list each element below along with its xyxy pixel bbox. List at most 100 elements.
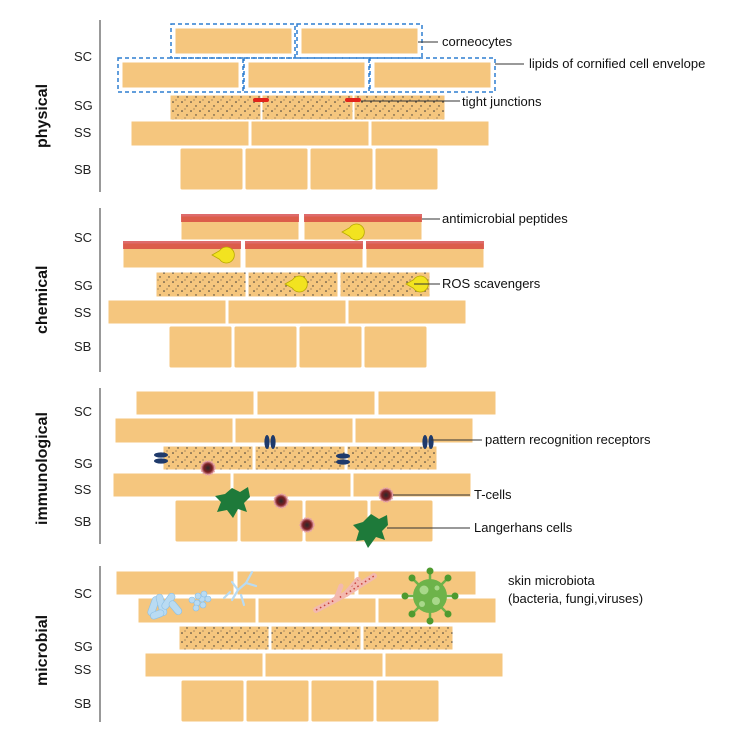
basal-cell xyxy=(310,679,375,723)
granular-cell xyxy=(362,625,454,651)
spinous-cell xyxy=(264,652,384,678)
spinous-cell xyxy=(232,472,352,498)
lipid-envelope-outline xyxy=(296,23,423,59)
layer-label-sb: SB xyxy=(74,339,91,354)
panel-microbial: microbial SC SG SS SB xyxy=(34,566,643,723)
annotation-antimicrobial-peptides: antimicrobial peptides xyxy=(442,211,568,226)
antimicrobial-peptide-layer xyxy=(366,241,484,249)
basal-cell xyxy=(363,325,428,369)
panel-title-immunological: immunological xyxy=(34,412,51,525)
corneocyte xyxy=(354,417,474,444)
corneocyte xyxy=(377,390,497,416)
antimicrobial-peptide-layer xyxy=(181,214,299,222)
corneocyte xyxy=(236,570,356,596)
granular-cell xyxy=(346,445,438,471)
granular-cell xyxy=(247,271,339,298)
ros-scavenger-icon xyxy=(211,246,235,264)
layer-label-ss: SS xyxy=(74,482,92,497)
tight-junction-icon xyxy=(253,98,269,102)
annotation-langerhans-cells: Langerhans cells xyxy=(474,520,573,535)
panel-title-chemical: chemical xyxy=(34,266,51,334)
basal-cell xyxy=(244,147,309,191)
annotation-t-cells: T-cells xyxy=(474,487,512,502)
basal-cell xyxy=(309,147,374,191)
spinous-cell xyxy=(384,652,504,678)
spinous-cell xyxy=(107,299,227,325)
panel-immunological: immunological SC SG SS SB xyxy=(34,388,651,548)
lipid-envelope-outline xyxy=(243,57,370,93)
annotation-ros-scavengers: ROS scavengers xyxy=(442,276,541,291)
layer-label-sg: SG xyxy=(74,98,93,113)
granular-cell xyxy=(178,625,270,651)
layer-label-sb: SB xyxy=(74,514,91,529)
tight-junction-icon xyxy=(345,98,361,102)
annotation-microbiota-types: (bacteria, fungi,viruses) xyxy=(508,591,643,606)
ros-scavenger-icon xyxy=(341,223,365,241)
bacteria-icon xyxy=(147,592,183,620)
fungi-icon xyxy=(313,573,377,613)
layer-label-ss: SS xyxy=(74,305,92,320)
basal-cell xyxy=(179,147,244,191)
antimicrobial-peptide-layer xyxy=(304,214,422,222)
basal-cell xyxy=(168,325,233,369)
spinous-cell xyxy=(144,652,264,678)
receptor-icon xyxy=(422,435,434,449)
basal-cell xyxy=(298,325,363,369)
annotation-pattern-recognition-receptors: pattern recognition receptors xyxy=(485,432,651,447)
spinous-cell xyxy=(250,120,370,147)
t-cell-icon xyxy=(200,460,216,476)
langerhans-cell-icon xyxy=(353,514,388,548)
granular-cell xyxy=(270,625,362,651)
annotation-tight-junctions: tight junctions xyxy=(462,94,542,109)
corneocyte xyxy=(174,27,293,55)
corneocyte xyxy=(247,61,366,89)
layer-label-sg: SG xyxy=(74,456,93,471)
corneocyte xyxy=(300,27,419,55)
annotation-corneocytes: corneocytes xyxy=(442,34,513,49)
corneocyte xyxy=(135,390,255,416)
basal-cell xyxy=(233,325,298,369)
receptor-icon xyxy=(154,452,168,464)
t-cell-icon xyxy=(299,517,315,533)
annotation-skin-microbiota: skin microbiota xyxy=(508,573,595,588)
spinous-cell xyxy=(347,299,467,325)
layer-label-ss: SS xyxy=(74,125,92,140)
layer-label-sc: SC xyxy=(74,404,92,419)
corneocyte xyxy=(256,390,376,416)
corneocyte xyxy=(373,61,492,89)
granular-cell xyxy=(261,94,354,121)
basal-cell xyxy=(245,679,310,723)
layer-label-sb: SB xyxy=(74,162,91,177)
cocci-icon xyxy=(188,590,212,612)
receptor-icon xyxy=(336,453,350,465)
spinous-cell xyxy=(352,472,472,498)
t-cell-icon xyxy=(273,493,289,509)
annotation-lipids: lipids of cornified cell envelope xyxy=(529,56,705,71)
panel-title-microbial: microbial xyxy=(34,615,51,686)
spinous-cell xyxy=(370,120,490,147)
layer-label-sc: SC xyxy=(74,586,92,601)
granular-cell xyxy=(254,445,346,471)
ros-scavenger-icon xyxy=(284,275,308,293)
langerhans-cell-icon xyxy=(215,487,250,518)
granular-cell xyxy=(155,271,247,298)
corneocyte xyxy=(121,61,240,89)
fungal-hyphae-icon xyxy=(222,570,258,607)
panel-chemical: chemical SC SG SS SB xyxy=(34,208,568,372)
panel-physical: physical SC SG SS SB corneoc xyxy=(34,20,705,192)
lipid-envelope-outline xyxy=(369,57,496,93)
basal-cell xyxy=(375,679,440,723)
layer-label-sg: SG xyxy=(74,639,93,654)
lipid-envelope-outline xyxy=(117,57,244,93)
granular-cell xyxy=(353,94,446,121)
t-cell-icon xyxy=(378,487,394,503)
receptor-icon xyxy=(264,435,276,449)
layer-label-sg: SG xyxy=(74,278,93,293)
basal-cell xyxy=(239,499,304,543)
antimicrobial-peptide-layer xyxy=(123,241,241,249)
layer-label-sc: SC xyxy=(74,230,92,245)
corneocyte xyxy=(114,417,234,444)
panel-title-physical: physical xyxy=(34,84,51,148)
layer-label-sc: SC xyxy=(74,49,92,64)
